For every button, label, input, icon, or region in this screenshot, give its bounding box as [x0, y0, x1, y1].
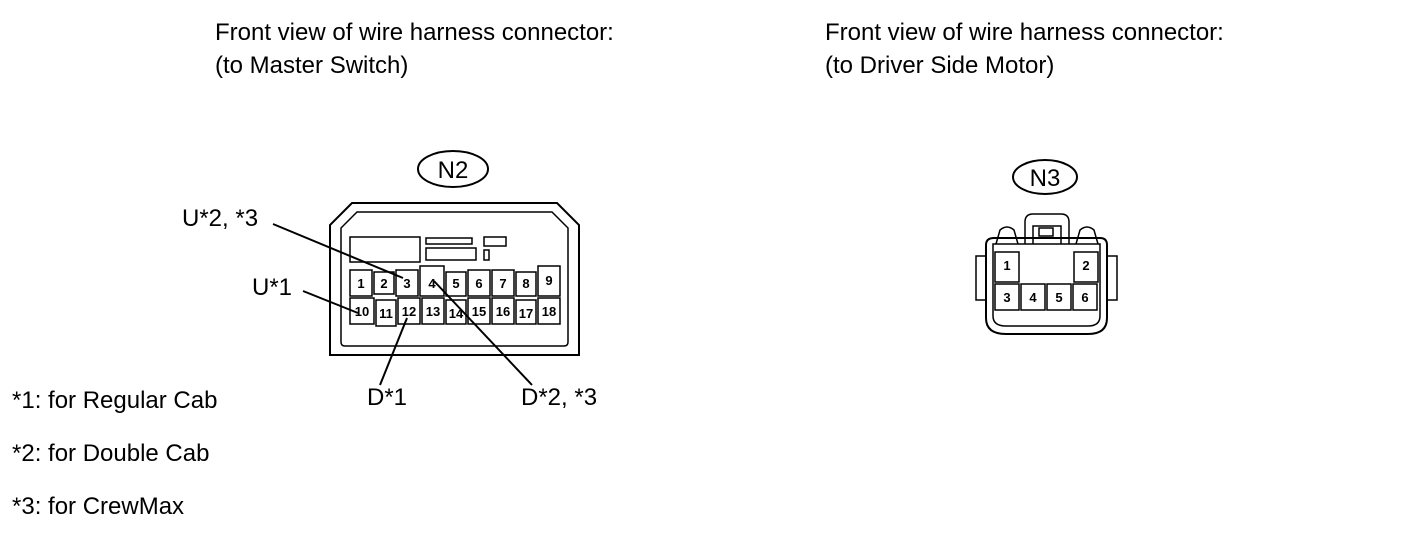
connector-n2-key-slot-4 [483, 249, 490, 261]
left-title-line-2: (to Master Switch) [215, 52, 409, 79]
label-d23: D*2, *3 [521, 384, 597, 411]
n2-pin-cell-1 [349, 269, 373, 297]
n2-pin-cell-8 [515, 271, 537, 297]
n2-pin-5: 5 [452, 276, 459, 291]
n2-pin-cell-12 [397, 297, 421, 325]
n3-pin-5: 5 [1055, 290, 1062, 305]
connector-n3-side-tab-right [1106, 255, 1118, 301]
right-title-line-2: (to Driver Side Motor) [825, 52, 1055, 79]
n2-pin-1: 1 [357, 276, 364, 291]
n2-pin-16: 16 [496, 304, 510, 319]
left-title-line-1: Front view of wire harness connector: [215, 19, 614, 46]
n2-pin-cell-14 [445, 299, 467, 325]
n2-pin-cell-17 [515, 299, 537, 325]
leader-line-d1 [379, 317, 408, 386]
n2-pin-12: 12 [402, 304, 416, 319]
n3-pin-cell-5 [1046, 283, 1072, 311]
connector-n3-lock-inner [1032, 225, 1062, 244]
n2-pin-4: 4 [428, 276, 436, 291]
n2-pin-cell-15 [467, 297, 491, 325]
right-title-line-1: Front view of wire harness connector: [825, 19, 1224, 46]
n3-pin-3: 3 [1003, 290, 1010, 305]
n2-pin-15: 15 [472, 304, 486, 319]
n3-pin-2: 2 [1082, 258, 1089, 273]
n3-pin-1: 1 [1003, 258, 1010, 273]
connector-n2-leader-lines [272, 223, 533, 386]
right-title: Front view of wire harness connector: (t… [825, 16, 1224, 82]
connector-n2-id: N2 [438, 157, 469, 184]
n2-pin-13: 13 [426, 304, 440, 319]
n3-pin-cell-6 [1072, 283, 1098, 311]
n2-pin-cell-11 [375, 299, 397, 327]
n2-pin-cell-16 [491, 297, 515, 325]
connector-n2-pin-numbers: 1 2 3 4 5 6 7 8 9 10 11 12 13 14 15 16 1… [355, 273, 556, 321]
left-title: Front view of wire harness connector: (t… [215, 16, 614, 82]
n2-pin-3: 3 [403, 276, 410, 291]
connector-n2-key-block [349, 236, 421, 263]
n2-pin-10: 10 [355, 304, 369, 319]
connector-n3-id-ellipse [1012, 159, 1078, 195]
n2-pin-17: 17 [519, 306, 533, 321]
n2-pin-cell-7 [491, 269, 515, 297]
n3-pin-cell-2 [1073, 251, 1099, 283]
connector-n3-side-tab-left [975, 255, 987, 301]
connector-n2-key-slot-2 [425, 247, 477, 261]
n2-pin-cell-5 [445, 271, 467, 297]
n2-pin-2: 2 [380, 276, 387, 291]
n3-pin-cell-3 [994, 283, 1020, 311]
n2-pin-6: 6 [475, 276, 482, 291]
n2-pin-cell-3 [395, 269, 419, 297]
label-d1: D*1 [367, 384, 407, 411]
n2-pin-cell-2 [373, 271, 395, 295]
connector-n2-inner-housing [340, 211, 569, 347]
note-crewmax: *3: for CrewMax [12, 493, 185, 520]
n2-pin-14: 14 [449, 306, 464, 321]
connector-n3-inner-housing [992, 243, 1101, 327]
connector-n2-key-slot-1 [425, 237, 473, 245]
connector-n2-pin-cells [349, 265, 561, 327]
note-regular-cab: *1: for Regular Cab [12, 387, 218, 414]
connector-n3-id: N3 [1030, 165, 1061, 192]
n2-pin-18: 18 [542, 304, 556, 319]
n2-pin-cell-9 [537, 265, 561, 297]
leader-line-u23 [272, 223, 404, 279]
connector-n3-lock-latch [1038, 227, 1054, 237]
connector-n2-key-slot-3 [483, 236, 507, 247]
n2-pin-11: 11 [379, 306, 393, 321]
connector-n3: N3 1 2 3 4 5 6 [975, 159, 1118, 335]
n3-pin-6: 6 [1081, 290, 1088, 305]
connector-n3-latch-left [995, 226, 1019, 245]
n3-pin-4: 4 [1029, 290, 1037, 305]
connector-n3-lock-outer [1024, 213, 1070, 244]
n2-pin-cell-18 [537, 297, 561, 325]
n2-pin-cell-4 [419, 265, 445, 297]
label-u1: U*1 [252, 274, 292, 301]
n3-pin-cell-4 [1020, 283, 1046, 311]
n2-pin-cell-13 [421, 297, 445, 325]
connector-n2-outer-housing [329, 202, 580, 356]
connector-n2: N2 [182, 150, 597, 411]
n2-pin-9: 9 [545, 273, 552, 288]
connector-n3-latch-right [1075, 226, 1099, 245]
n3-pin-cell-1 [994, 251, 1020, 283]
connector-n2-id-ellipse [417, 150, 489, 188]
n2-pin-cell-6 [467, 269, 491, 297]
leader-line-d23 [433, 280, 533, 386]
n2-pin-cell-10 [349, 297, 375, 325]
n2-pin-8: 8 [522, 276, 529, 291]
connector-n3-housing [985, 237, 1108, 335]
note-double-cab: *2: for Double Cab [12, 440, 210, 467]
leader-line-u1 [302, 290, 359, 314]
n2-pin-7: 7 [499, 276, 506, 291]
label-u23: U*2, *3 [182, 205, 258, 232]
